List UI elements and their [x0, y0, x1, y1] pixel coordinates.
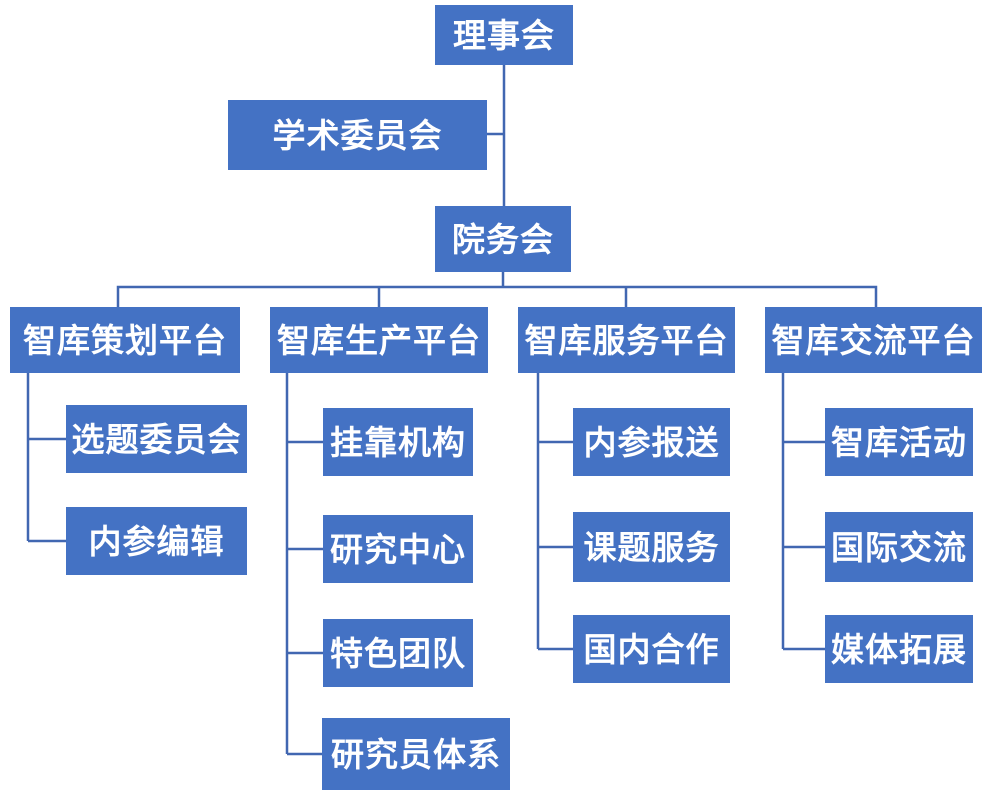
org-node-p3: 智库服务平台: [518, 307, 735, 373]
org-node-p3c2: 课题服务: [573, 512, 730, 582]
org-node-p3c1: 内参报送: [573, 408, 730, 476]
org-node-council: 院务会: [435, 206, 571, 272]
org-node-p2c3: 特色团队: [323, 619, 473, 687]
org-node-p1: 智库策划平台: [10, 307, 240, 373]
org-node-p4c1: 智库活动: [825, 408, 973, 476]
org-node-p4c2: 国际交流: [825, 512, 973, 582]
org-node-p2c2: 研究中心: [323, 515, 473, 583]
org-node-p2c1: 挂靠机构: [323, 408, 473, 476]
org-node-p2c4: 研究员体系: [322, 718, 510, 790]
org-node-p2: 智库生产平台: [270, 307, 488, 373]
org-node-p1c1: 选题委员会: [66, 405, 247, 473]
org-node-p4c3: 媒体拓展: [825, 615, 973, 683]
org-node-p1c2: 内参编辑: [66, 507, 247, 575]
org-node-board: 理事会: [435, 5, 573, 65]
org-node-p4: 智库交流平台: [765, 307, 982, 373]
org-node-academic: 学术委员会: [228, 100, 487, 170]
connector: [116, 285, 878, 307]
org-node-p3c3: 国内合作: [573, 615, 730, 683]
